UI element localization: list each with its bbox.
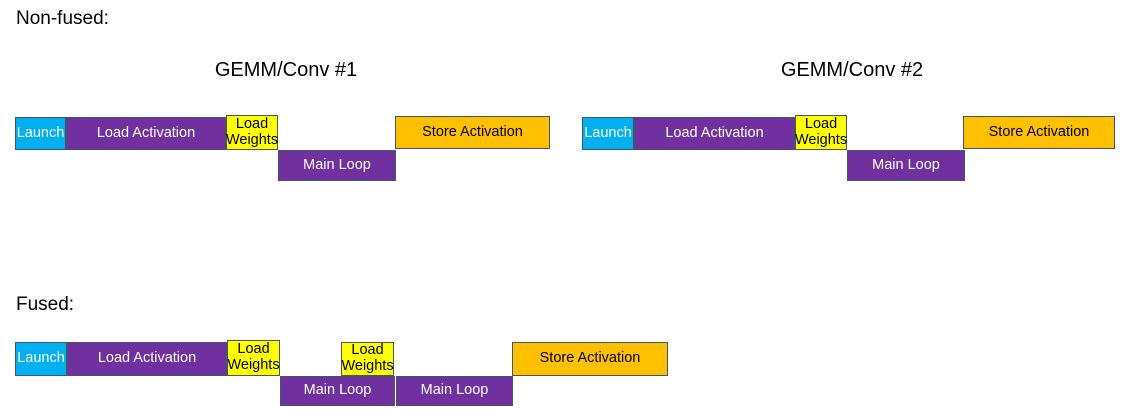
nonfused2-main-loop-block: Main Loop: [847, 150, 965, 181]
fused-section-label: Fused:: [16, 294, 75, 315]
fused-load-activation-block: Load Activation: [67, 342, 227, 376]
block-label: Main Loop: [420, 382, 489, 399]
fused-launch-block: Launch: [15, 342, 67, 376]
block-label: Store Activation: [988, 123, 1090, 140]
gemm-conv-1-title: GEMM/Conv #1: [214, 59, 358, 81]
nonfused1-store-activation-block: Store Activation: [395, 116, 550, 149]
block-label: Load Weights: [225, 115, 279, 148]
block-label: Main Loop: [303, 156, 371, 173]
fused-main-loop-1-block: Main Loop: [280, 376, 395, 406]
block-label: Load Weights: [794, 115, 848, 148]
nonfused1-main-loop-block: Main Loop: [278, 150, 396, 181]
block-label: Load Activation: [97, 350, 197, 367]
nonfused1-load-weights-block: Load Weights: [226, 115, 278, 150]
nonfused2-load-activation-block: Load Activation: [634, 117, 795, 150]
non-fused-section-label: Non-fused:: [16, 8, 109, 29]
block-label: Main Loop: [872, 156, 940, 173]
block-label: Store Activation: [422, 123, 523, 140]
nonfused2-launch-block: Launch: [582, 117, 634, 150]
block-label: Launch: [17, 350, 65, 367]
block-label: Store Activation: [539, 350, 641, 367]
nonfused2-store-activation-block: Store Activation: [963, 116, 1115, 149]
block-label: Load Weights: [341, 342, 394, 374]
fused-store-activation-block: Store Activation: [512, 342, 668, 376]
fused-main-loop-2-block: Main Loop: [396, 376, 513, 406]
fused-load-weights-2-block: Load Weights: [341, 342, 394, 376]
block-label: Load Weights: [227, 341, 280, 373]
block-label: Launch: [584, 124, 632, 141]
block-label: Load Activation: [96, 124, 196, 141]
nonfused1-launch-block: Launch: [15, 117, 66, 150]
block-label: Main Loop: [303, 382, 372, 399]
nonfused1-load-activation-block: Load Activation: [66, 117, 226, 150]
gemm-conv-2-title: GEMM/Conv #2: [780, 59, 924, 81]
block-label: Launch: [16, 124, 65, 141]
nonfused2-load-weights-block: Load Weights: [795, 115, 847, 150]
fused-load-weights-1-block: Load Weights: [227, 340, 280, 376]
block-label: Load Activation: [665, 124, 764, 141]
